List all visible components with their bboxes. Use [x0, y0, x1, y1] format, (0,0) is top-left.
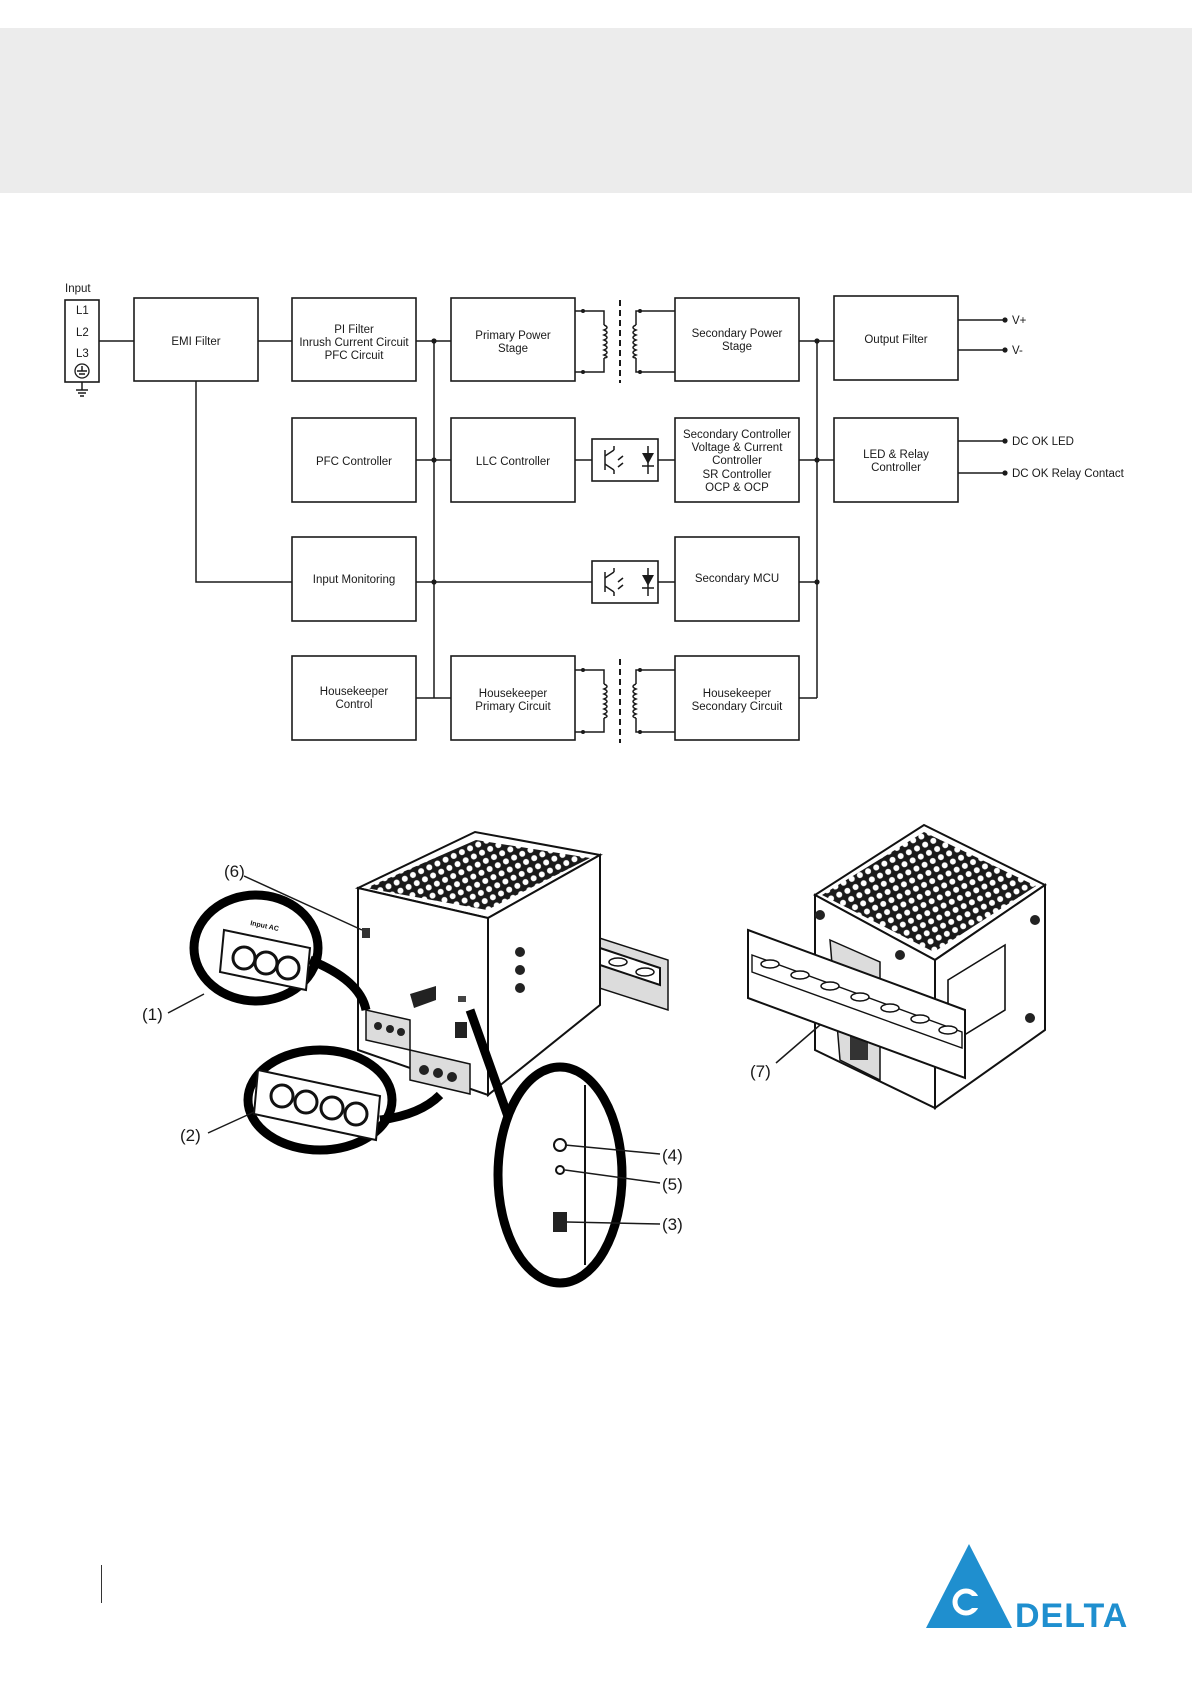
terminal-l3: L3 [76, 348, 89, 360]
block-output-filter [833, 295, 959, 381]
primary-power-label-2: Stage [498, 343, 528, 355]
hk-primary-label-1: Housekeeper [479, 688, 548, 700]
block-input-monitoring [291, 536, 417, 622]
relay-terminal-icon [553, 1212, 567, 1232]
input-monitoring-label: Input Monitoring [313, 574, 395, 586]
output-v-minus: V- [1012, 345, 1023, 357]
block-primary-power-stage [450, 297, 576, 382]
secondary-mcu-label: Secondary MCU [695, 573, 779, 585]
block-secondary-mcu [674, 536, 800, 622]
magnifier-input-terminal: Input AC [189, 890, 371, 1012]
secondary-power-label-2: Stage [722, 341, 752, 353]
sec-ctrl-label-4: SR Controller [702, 469, 771, 481]
optocoupler-icon [591, 438, 659, 482]
output-filter-label: Output Filter [864, 334, 927, 346]
block-housekeeper-primary [450, 655, 576, 741]
hk-secondary-label-2: Secondary Circuit [692, 701, 784, 713]
sec-ctrl-label-2: Voltage & Current [692, 442, 784, 454]
block-housekeeper-secondary [674, 655, 800, 741]
hk-control-label-1: Housekeeper [320, 686, 389, 698]
output-v-plus: V+ [1012, 315, 1027, 327]
delta-logo: DELTA [926, 1544, 1128, 1635]
potentiometer-icon [553, 1138, 567, 1152]
relay-contact-terminal [455, 1022, 467, 1038]
footer-divider [101, 1565, 102, 1603]
connection-lines [99, 319, 1005, 699]
block-emi-filter [133, 297, 259, 382]
junction-dots [431, 309, 1008, 734]
callout-4: (4) [662, 1146, 683, 1165]
sec-ctrl-label-5: OCP & OCP [705, 482, 769, 494]
block-diagram: Input L1 L2 L3 EMI Filter PI Filter Inru… [64, 283, 1125, 743]
device-rear-illustration: (7) [747, 823, 1047, 1110]
callout-1: (1) [142, 1005, 163, 1024]
block-pi-filter [291, 297, 417, 382]
terminal-l1: L1 [76, 305, 89, 317]
led-relay-label-2: Controller [871, 462, 921, 474]
inrush-label: Inrush Current Circuit [299, 337, 409, 349]
pfc-controller-label: PFC Controller [316, 456, 392, 468]
optocoupler-icon [591, 560, 659, 604]
block-housekeeper-control [291, 655, 417, 741]
earth-ground-icon [74, 363, 90, 397]
power-transformer-icon [575, 300, 675, 383]
magnifier-output-terminal [243, 1045, 444, 1155]
ventilation-grid [366, 840, 590, 910]
magnifier-led-potentiometer [465, 1008, 627, 1288]
input-label: Input [65, 283, 91, 295]
led-relay-label-1: LED & Relay [863, 449, 929, 461]
terminal-l2: L2 [76, 327, 89, 339]
llc-controller-label: LLC Controller [476, 456, 550, 468]
callout-2: (2) [180, 1126, 201, 1145]
pfc-circuit-label: PFC Circuit [325, 350, 385, 362]
output-dc-ok-relay: DC OK Relay Contact [1012, 468, 1125, 480]
callout-leaders [167, 875, 661, 1225]
hk-secondary-label-1: Housekeeper [703, 688, 772, 700]
primary-power-label-1: Primary Power [475, 330, 551, 342]
header-band [0, 28, 1192, 193]
callout-6: (6) [224, 862, 245, 881]
block-led-relay-controller [833, 417, 959, 503]
pi-filter-label: PI Filter [334, 324, 374, 336]
hk-control-label-2: Control [335, 699, 372, 711]
secondary-power-label-1: Secondary Power [692, 328, 783, 340]
callout-5: (5) [662, 1175, 683, 1194]
callout-7: (7) [750, 1062, 771, 1081]
output-dc-ok-led: DC OK LED [1012, 436, 1074, 448]
delta-logo-icon [926, 1544, 1012, 1628]
delta-mark-icon [410, 986, 436, 1008]
housekeeper-transformer-icon [575, 659, 675, 743]
callout-3: (3) [662, 1215, 683, 1234]
din-rail [589, 933, 669, 1012]
sec-ctrl-label-3: Controller [712, 455, 762, 467]
delta-logo-text: DELTA [1015, 1597, 1128, 1635]
din-rail-front [747, 928, 966, 1080]
hk-primary-label-2: Primary Circuit [475, 701, 551, 713]
emi-filter-label: EMI Filter [171, 336, 220, 348]
device-front-illustration: Input AC [142, 830, 683, 1288]
dc-ok-led-icon [555, 1165, 565, 1175]
block-secondary-power-stage [674, 297, 800, 382]
sec-ctrl-label-1: Secondary Controller [683, 429, 791, 441]
